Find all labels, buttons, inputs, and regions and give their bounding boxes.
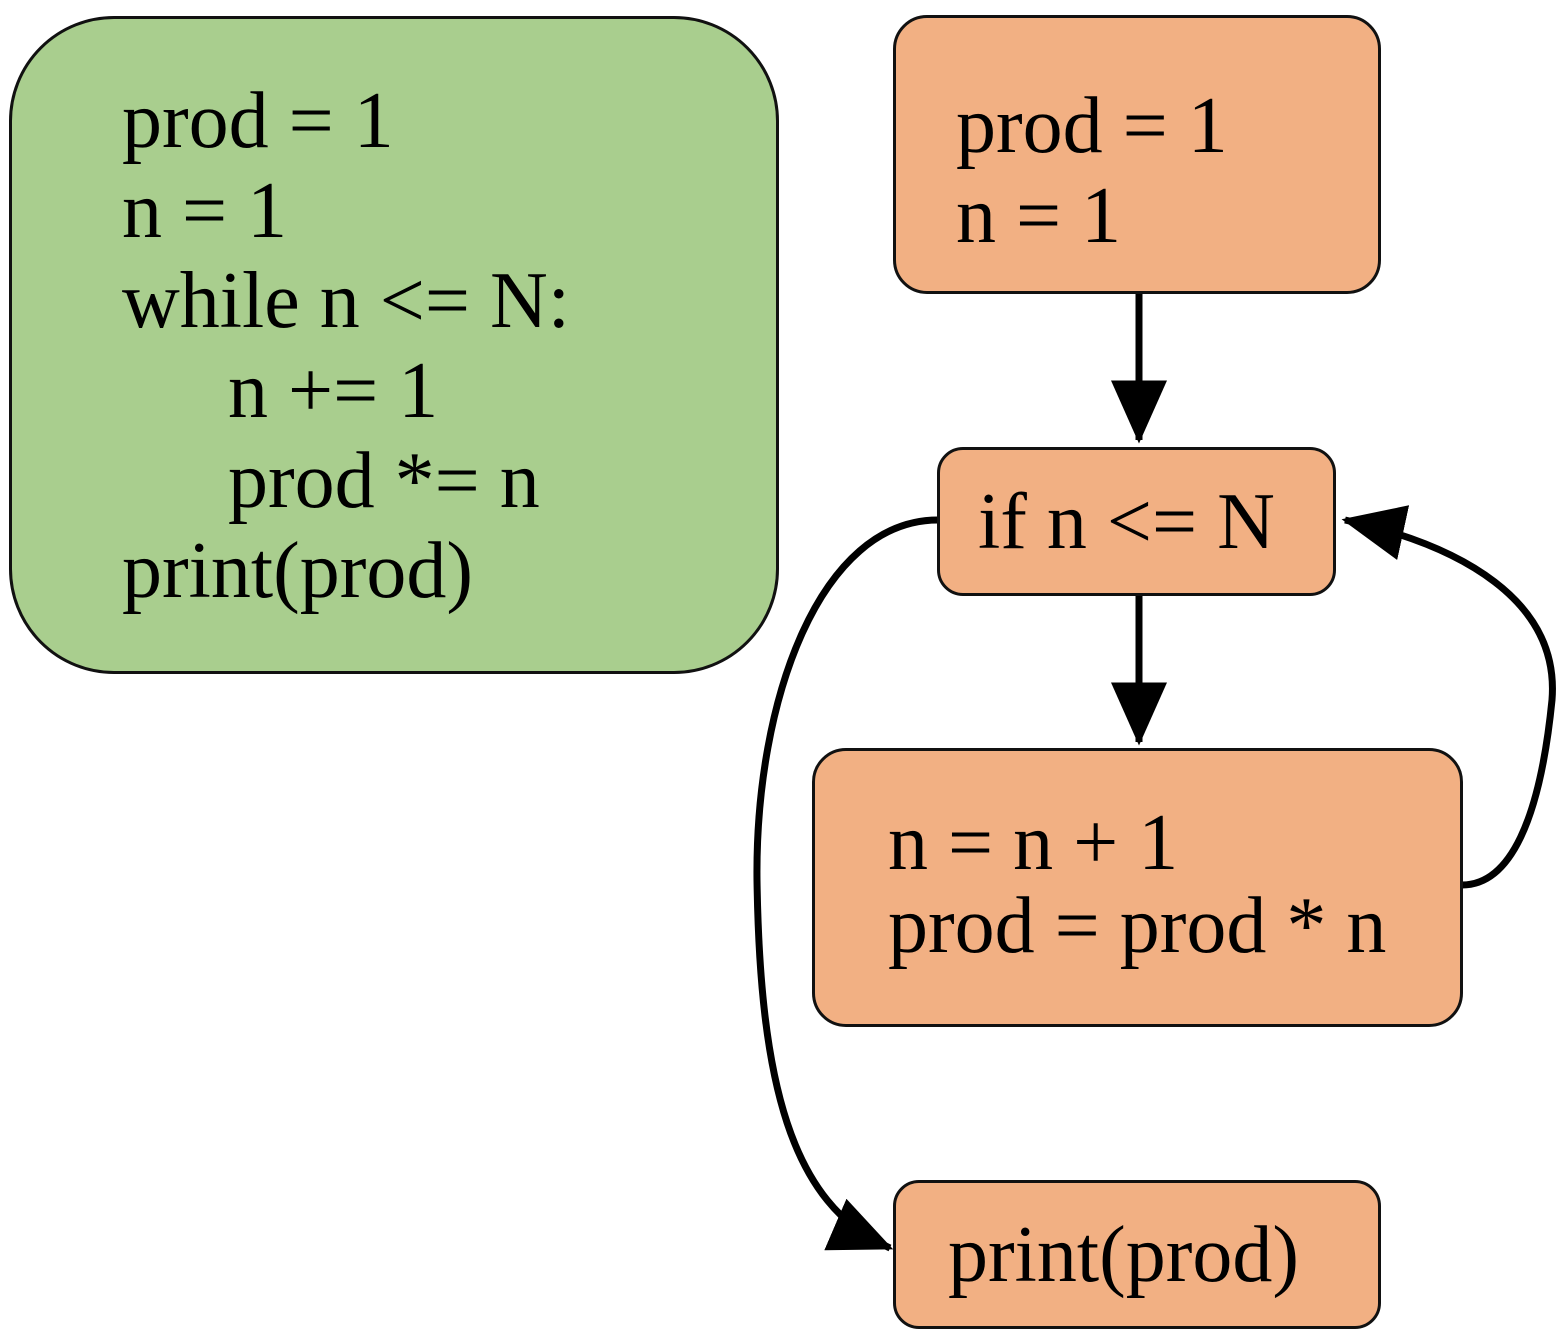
code-line: print(prod) [122, 527, 474, 615]
code-block: prod = 1 n = 1 while n <= N: n += 1 prod… [9, 16, 779, 674]
arrow-loop-back [1341, 505, 1556, 889]
flowchart-node-init: prod = 1 n = 1 [893, 15, 1381, 294]
code-line: while n <= N: [122, 257, 570, 345]
flowchart-node-body: n = n + 1 prod = prod * n [812, 748, 1463, 1027]
flowchart-node-condition: if n <= N [937, 447, 1336, 596]
arrow-exit-to-output [753, 516, 939, 1252]
code-line: n = 1 [122, 167, 288, 255]
node-label: print(prod) [948, 1211, 1300, 1299]
flowchart-node-output: print(prod) [893, 1180, 1381, 1329]
code-line: prod = 1 [122, 77, 394, 165]
code-line: n += 1 [228, 347, 439, 435]
node-line: n = 1 [956, 172, 1122, 260]
node-line: prod = prod * n [888, 882, 1387, 970]
node-label: if n <= N [978, 478, 1275, 566]
node-line: prod = 1 [956, 82, 1228, 170]
node-line: n = n + 1 [888, 799, 1179, 887]
code-line: prod *= n [228, 437, 540, 525]
